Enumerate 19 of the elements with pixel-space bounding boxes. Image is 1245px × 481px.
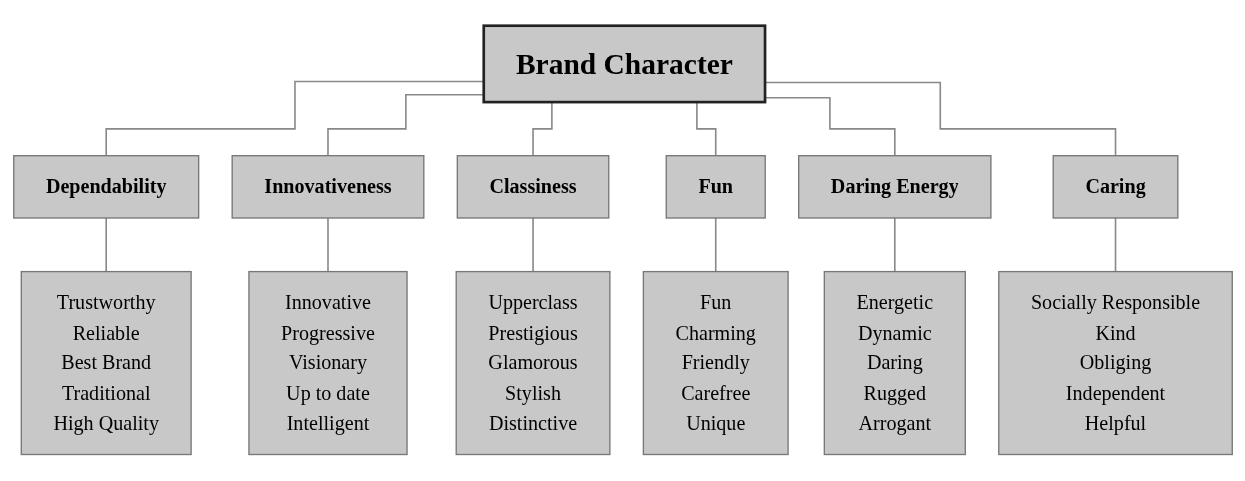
connector: [893, 217, 896, 273]
node-box: Socially Responsible Kind Obliging Independent Helpful: [997, 271, 1233, 456]
node-box: Brand Character: [481, 24, 766, 104]
node-box: Classiness: [456, 155, 609, 220]
node-box: Upperclass Prestigious Glamorous Stylish Distinctive: [455, 271, 611, 456]
node-box: Innovativeness: [231, 155, 424, 220]
node-box: Dependability: [12, 155, 199, 220]
node-box: Energetic Dynamic Daring Rugged Arrogant: [823, 271, 966, 456]
node-box: Innovative Progressive Visionary Up to date Intelligent: [247, 271, 408, 456]
connector: [714, 217, 717, 273]
connector: [1114, 217, 1116, 273]
connector: [104, 217, 107, 273]
node-box: Fun Charming Friendly Carefree Unique: [642, 271, 789, 456]
node-box: Fun: [665, 155, 766, 220]
node-box: Caring: [1052, 155, 1178, 220]
connector: [531, 217, 534, 273]
node-box: Trustworthy Reliable Best Brand Traditional High Quality: [20, 271, 192, 456]
node-box: Daring Energy: [797, 155, 992, 220]
connector: [326, 217, 329, 273]
